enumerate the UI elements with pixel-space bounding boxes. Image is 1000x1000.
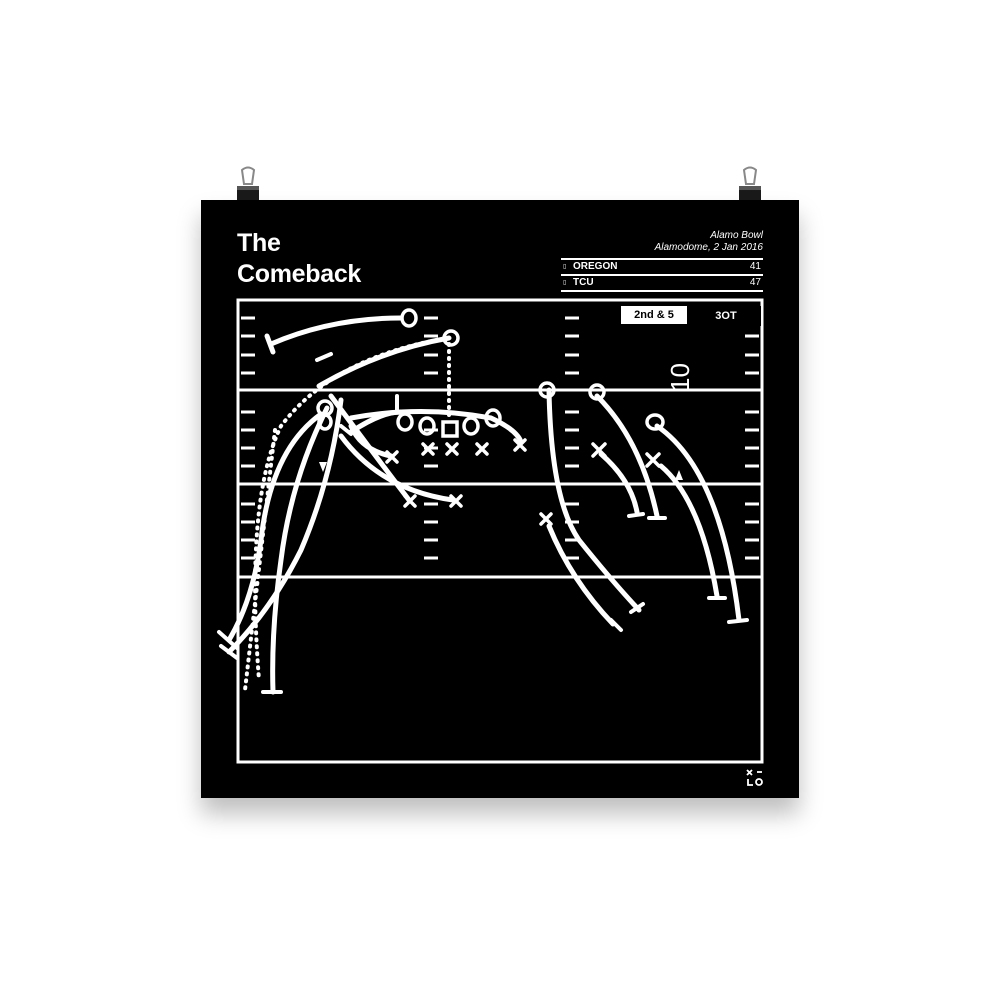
offense-player (588, 383, 606, 401)
defense-player (403, 494, 417, 508)
scoreboard: ▯ OREGON 41 ▯ TCU 47 (561, 258, 763, 292)
route-path (348, 409, 524, 445)
route-stop (264, 333, 276, 355)
team-mark: ▯ (563, 264, 567, 270)
route-stop (627, 512, 645, 518)
dotted-route (253, 338, 439, 682)
score-row-tcu: ▯ TCU 47 (561, 274, 763, 292)
defense-player (513, 438, 527, 452)
title-line-2: Comeback (237, 260, 362, 288)
play-diagram: 10 (217, 298, 764, 764)
team-score: 41 (749, 261, 761, 272)
offense-player (538, 381, 556, 399)
game-name: Alamo Bowl (710, 230, 763, 241)
route-path (594, 393, 660, 519)
score-row-oregon: ▯ OREGON 41 (561, 258, 763, 274)
route-stop (609, 618, 623, 632)
defense-player (421, 442, 435, 456)
dotted-route (243, 428, 277, 692)
route-path (546, 523, 616, 627)
team-name: OREGON (573, 261, 618, 272)
route-path (654, 423, 742, 623)
offense-player (462, 416, 480, 436)
defense-player (591, 442, 607, 458)
down-distance-box: 2nd & 5 (621, 306, 687, 324)
route-path (338, 433, 456, 503)
xo-logo-icon (746, 769, 763, 786)
route-arrow (675, 470, 683, 480)
game-meta: Alamo Bowl Alamodome, 2 Jan 2016 (655, 230, 763, 254)
poster-title: The Comeback (237, 228, 361, 290)
route-path (268, 315, 404, 347)
route-path (316, 335, 452, 389)
title-line-1: The (237, 229, 281, 257)
route-stop (727, 618, 749, 624)
defense-player (645, 452, 661, 468)
route-arrow (319, 462, 327, 472)
route-stop (217, 630, 239, 650)
field-border (236, 298, 764, 764)
team-mark: ▯ (563, 280, 567, 286)
defense-player (385, 450, 399, 464)
defense-player (475, 442, 489, 456)
hash-marks (241, 316, 759, 560)
offense-player (396, 412, 414, 432)
offense-player (418, 416, 436, 436)
offense-player (400, 308, 418, 328)
defense-player (445, 442, 459, 456)
defense-player (539, 512, 553, 526)
team-name: TCU (573, 277, 594, 288)
route-path (598, 451, 640, 515)
offense-player (442, 329, 460, 347)
period-box: 3OT (691, 306, 761, 326)
route-stop (219, 644, 239, 660)
offense-player (645, 413, 665, 431)
route-path (270, 405, 330, 695)
route-stop (339, 424, 353, 436)
route-path (658, 463, 720, 599)
team-score: 47 (749, 277, 761, 288)
play-poster: The Comeback Alamo Bowl Alamodome, 2 Jan… (201, 200, 799, 798)
offense-player (317, 413, 333, 431)
defense-player (449, 494, 463, 508)
offense-player (484, 408, 502, 428)
route-path (226, 397, 344, 655)
route-path (546, 387, 642, 613)
route-stop (315, 352, 333, 362)
venue-date: Alamodome, 2 Jan 2016 (654, 242, 763, 253)
yard-number: 10 (665, 363, 695, 392)
route-stop (629, 602, 645, 614)
center-snapper (441, 420, 459, 438)
